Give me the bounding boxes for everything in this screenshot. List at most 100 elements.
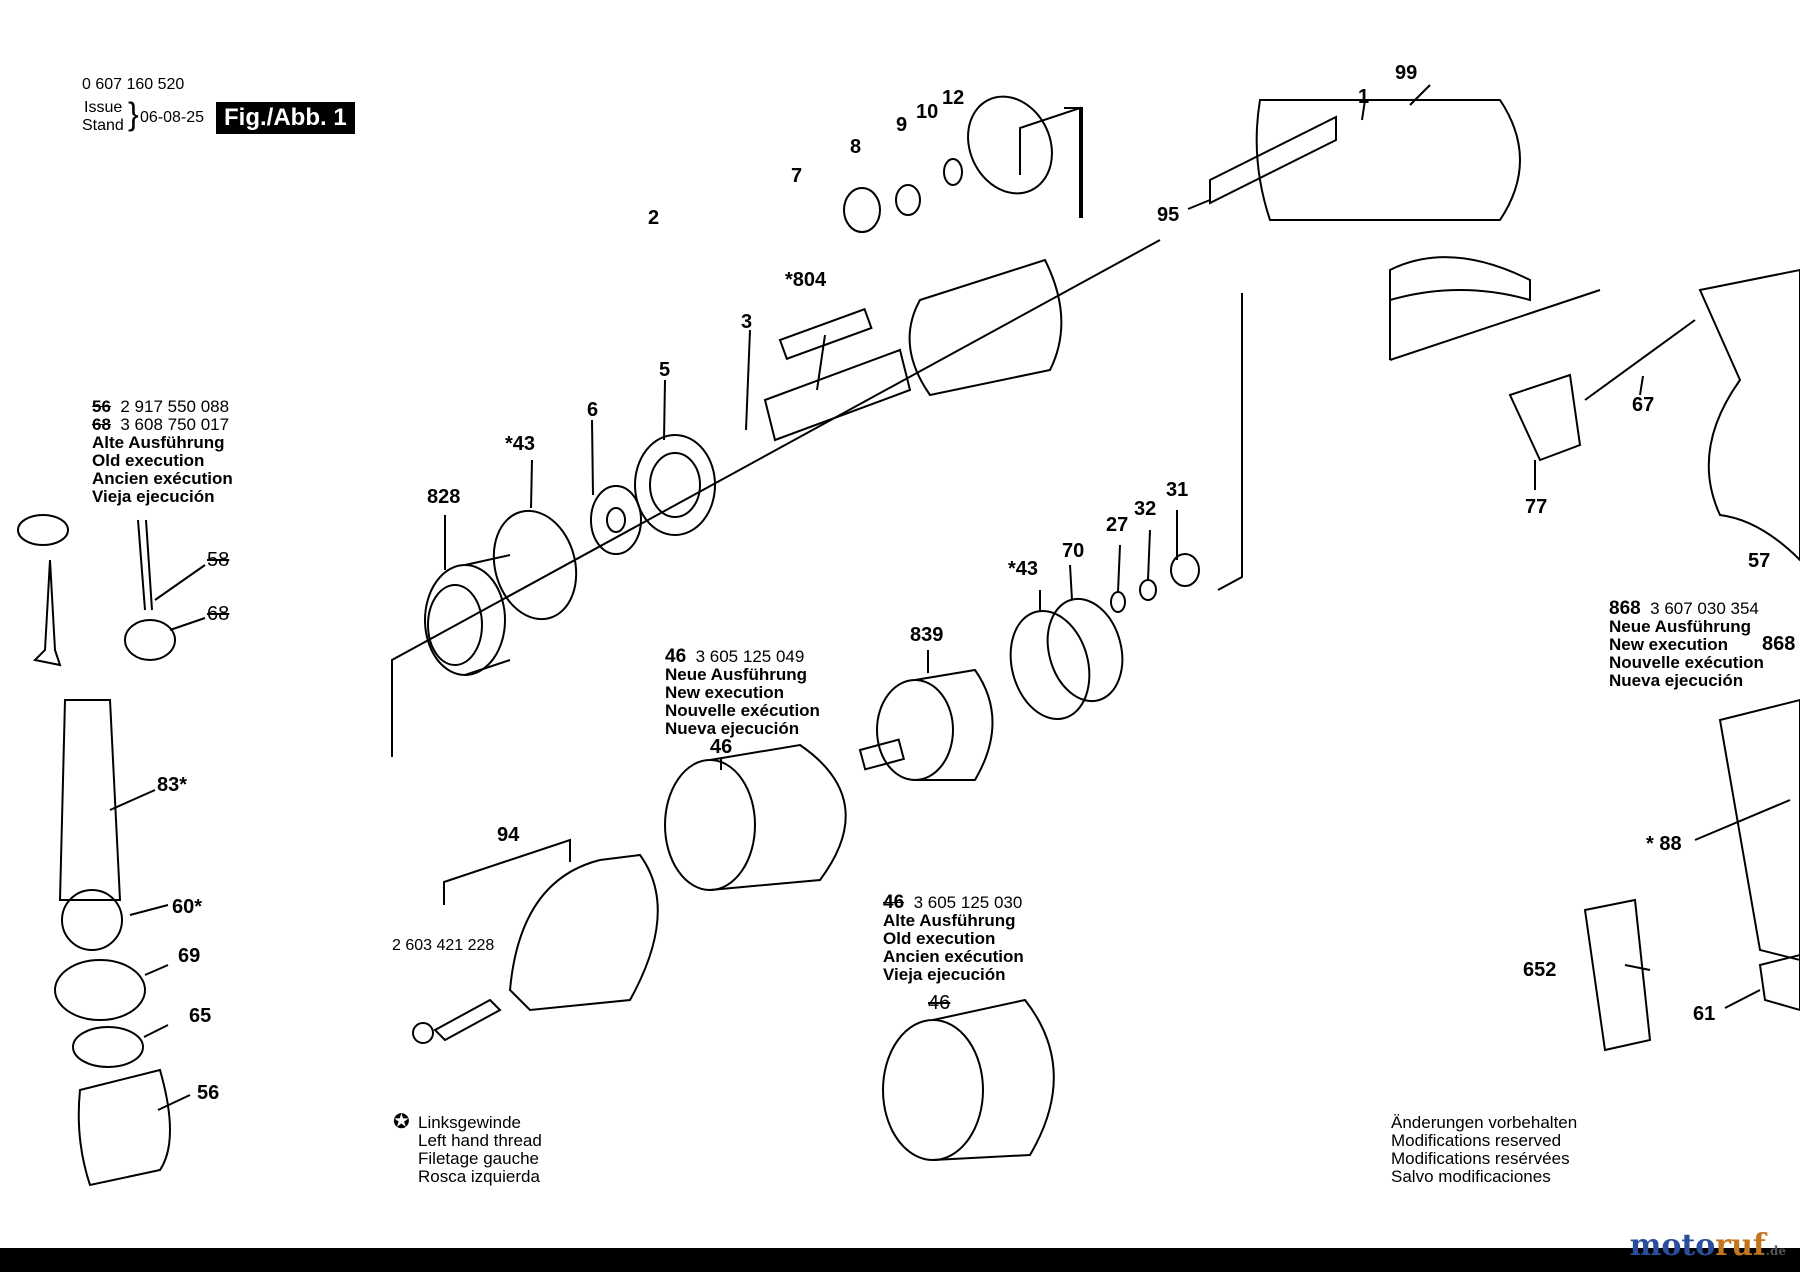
ball-bearing-6 <box>590 485 642 555</box>
note-old-56-code: 2 917 550 088 <box>120 397 230 416</box>
issue-label: Issue <box>84 99 123 116</box>
callout-61: 61 <box>1693 1003 1716 1025</box>
callout-70: 70 <box>1062 540 1085 562</box>
watermark-part2: ruf <box>1715 1228 1766 1263</box>
note-868-line: Nueva ejecución <box>1609 671 1744 690</box>
note-868-num: 868 <box>1609 598 1641 619</box>
callout-652: 652 <box>1523 959 1557 981</box>
note-868-code: 3 607 030 354 <box>1650 599 1759 618</box>
note-868-line: Nouvelle exécution <box>1609 653 1764 672</box>
note-old-line: Ancien exécution <box>92 469 233 488</box>
modifications-notice: Änderungen vorbehalten Modifications res… <box>1391 1114 1577 1186</box>
modifications-line: Salvo modificaciones <box>1391 1167 1551 1186</box>
callout-32: 32 <box>1134 498 1157 520</box>
note-46-old: 46 3 605 125 030 Alte Ausführung Old exe… <box>883 893 1024 984</box>
callout-46-old: 46 <box>928 992 951 1014</box>
callout-69: 69 <box>178 945 201 967</box>
note-old-68-code: 3 608 750 017 <box>120 415 230 434</box>
note-46-old-line: Old execution <box>883 929 996 948</box>
callout-3: 3 <box>741 311 753 333</box>
callout-9: 9 <box>896 114 908 136</box>
o-ring-43-upper <box>492 509 578 621</box>
note-46-new-line: Neue Ausführung <box>665 665 807 684</box>
legend-line: Linksgewinde <box>418 1113 522 1132</box>
callout-60: 60* <box>172 896 203 918</box>
drill-chuck-94 <box>508 853 659 1012</box>
planet-carrier-5 <box>634 434 716 536</box>
callout-43-upper: *43 <box>505 433 536 455</box>
assembly-bracket-upper <box>1019 106 1081 218</box>
modifications-line: Modifications resérvées <box>1391 1149 1570 1168</box>
note-old-line: Old execution <box>92 451 205 470</box>
gear-31 <box>1170 553 1200 587</box>
left-thread-symbol <box>412 1022 434 1044</box>
pistol-grip <box>1698 268 1800 562</box>
note-868-new: 868 3 607 030 354 Neue Ausführung New ex… <box>1609 598 1764 690</box>
modifications-line: Modifications reserved <box>1391 1131 1562 1150</box>
modifications-line: Änderungen vorbehalten <box>1391 1113 1578 1132</box>
callout-27: 27 <box>1106 514 1129 536</box>
washer-9 <box>895 184 921 216</box>
legend-line: Filetage gauche <box>418 1149 539 1168</box>
trigger-77 <box>1508 373 1582 462</box>
circlip-10 <box>943 158 963 186</box>
callout-56: 56 <box>197 1082 220 1104</box>
note-46-new: 46 3 605 125 049 Neue Ausführung New exe… <box>665 647 820 738</box>
callout-68: 68 <box>207 603 230 625</box>
assembly-bracket-main <box>391 239 1161 757</box>
callout-2: 2 <box>648 207 660 229</box>
label-strip-95 <box>1209 115 1337 205</box>
o-ring-large <box>967 95 1053 195</box>
rotor-vane-804 <box>778 307 873 361</box>
note-46-old-line: Ancien exécution <box>883 947 1024 966</box>
note-46-old-line: Vieja ejecución <box>883 965 1006 984</box>
callout-94: 94 <box>497 824 520 846</box>
issue-date: 06-08-25 <box>140 109 205 126</box>
callout-12: 12 <box>942 87 965 109</box>
callout-77: 77 <box>1525 496 1548 518</box>
note-46-old-line: Alte Ausführung <box>883 911 1016 930</box>
note-old-line: Alte Ausführung <box>92 433 225 452</box>
note-46-new-code: 3 605 125 049 <box>695 647 805 666</box>
spindle-839 <box>876 679 954 781</box>
note-46-new-line: Nouvelle exécution <box>665 701 820 720</box>
nipple-652 <box>1583 898 1652 1052</box>
pinion-32 <box>1139 579 1157 601</box>
bearing-8 <box>843 187 881 233</box>
o-ring-43-lower <box>1009 609 1091 721</box>
stator-housing <box>908 258 1063 397</box>
seal-ring <box>17 514 69 546</box>
callout-10: 10 <box>916 101 939 123</box>
note-old-68-num: 68 <box>92 415 111 434</box>
watermark-part1: moto <box>1629 1228 1716 1263</box>
assembly-bracket-ring <box>1064 107 1083 218</box>
callout-7: 7 <box>791 165 803 187</box>
rotor-armature <box>763 348 912 442</box>
assembly-bracket-right <box>1217 293 1243 591</box>
callout-88: * 88 <box>1646 833 1682 855</box>
rod-67 <box>1584 319 1696 401</box>
callout-46: 46 <box>710 736 733 758</box>
motor-housing <box>1255 99 1521 221</box>
callout-8: 8 <box>850 136 862 158</box>
washer-27 <box>1110 591 1126 613</box>
callout-65: 65 <box>189 1005 212 1027</box>
part-number: 0 607 160 520 <box>82 76 185 93</box>
callout-58: 58 <box>207 549 230 571</box>
callout-5: 5 <box>659 359 671 381</box>
callout-6: 6 <box>587 399 599 421</box>
washer-69 <box>54 959 146 1021</box>
screw-part-code: 2 603 421 228 <box>392 937 495 954</box>
housing-shell-back <box>1389 256 1531 302</box>
callout-868-right: 868 <box>1762 633 1796 655</box>
chuck-screw <box>433 998 502 1042</box>
note-868-line: Neue Ausführung <box>1609 617 1751 636</box>
callout-1: 1 <box>1358 86 1370 108</box>
callout-31: 31 <box>1166 479 1189 501</box>
chuck-sleeve-46-old <box>882 1019 984 1161</box>
pin-58 <box>137 519 146 611</box>
watermark-logo: motoruf.de <box>1630 1228 1786 1263</box>
spring-83 <box>58 699 122 901</box>
legend-line: Left hand thread <box>418 1131 542 1150</box>
